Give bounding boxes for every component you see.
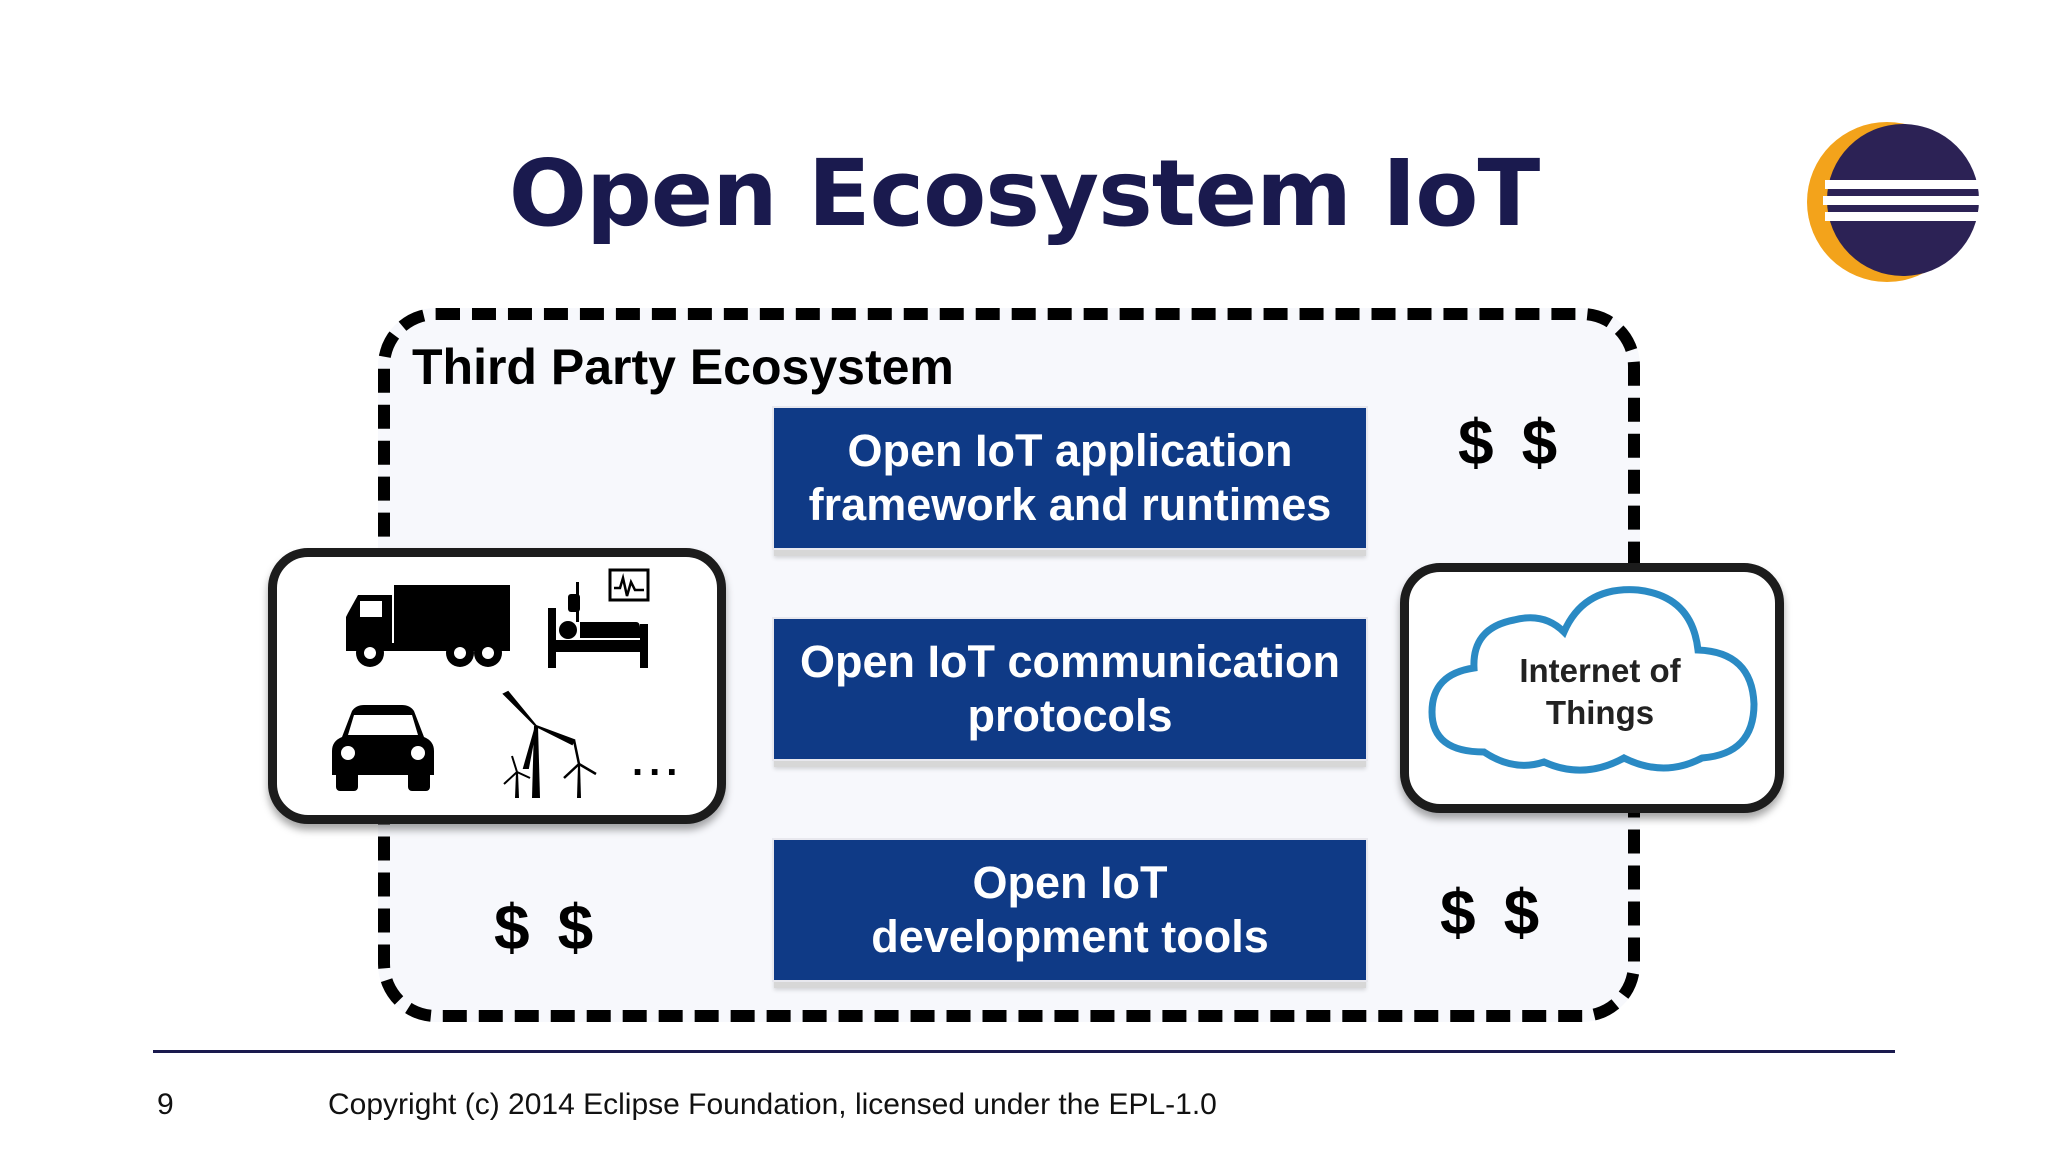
cloud-label: Internet of Things (1519, 652, 1681, 731)
dollar-signs-bottom-right: $$ (1440, 876, 1568, 948)
hospital-bed-icon (548, 568, 650, 668)
slide-title: Open Ecosystem IoT (508, 140, 1541, 247)
footer-divider (153, 1050, 1895, 1053)
eclipse-logo (1807, 122, 1985, 282)
truck-icon (346, 585, 510, 667)
ecosystem-label: Third Party Ecosystem (412, 339, 954, 395)
page-number: 9 (157, 1088, 174, 1121)
wind-turbine-icon (502, 690, 597, 798)
dollar-signs-bottom-left: $$ (494, 891, 622, 963)
copyright-notice: Copyright (c) 2014 Eclipse Foundation, l… (328, 1088, 1217, 1121)
car-icon (332, 705, 434, 791)
layer-communication-protocols: Open IoT communication protocols (772, 617, 1368, 761)
layer-development-tools: Open IoT development tools (772, 838, 1368, 982)
dollar-signs-top-right: $$ (1458, 406, 1586, 478)
cloud-icon (1428, 586, 1758, 774)
layer-label: Open IoT communication protocols (799, 636, 1341, 741)
layer-label: Open IoT application framework and runti… (808, 425, 1332, 530)
layer-label: Open IoT development tools (871, 857, 1269, 962)
more-devices-ellipsis: ... (632, 740, 684, 784)
layer-application-framework: Open IoT application framework and runti… (772, 406, 1368, 550)
